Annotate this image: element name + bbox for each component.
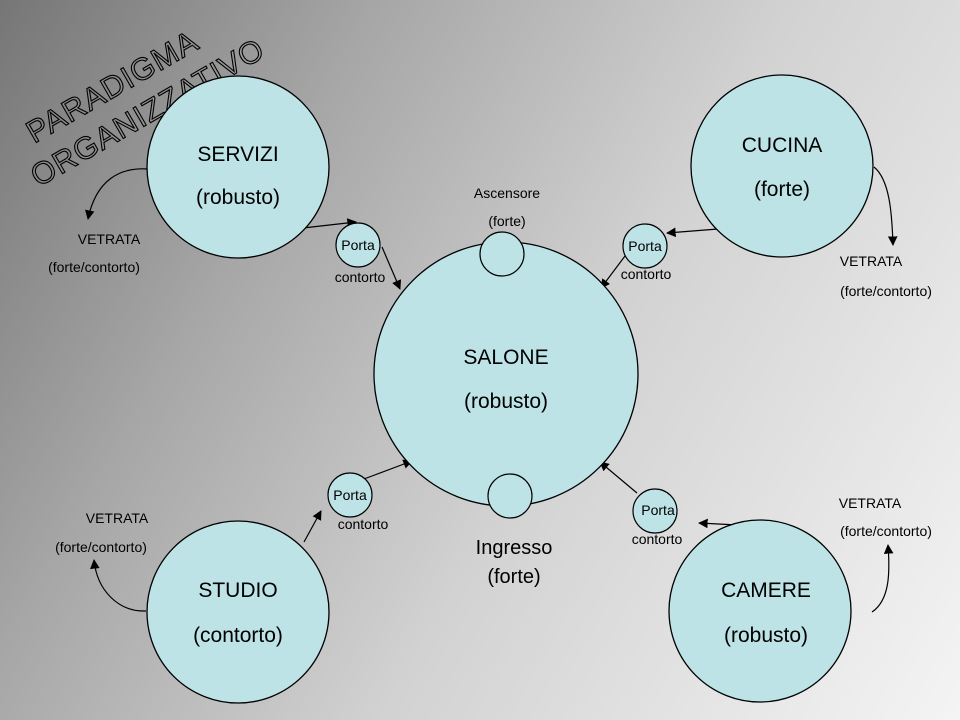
- servizi-circle: [146, 75, 330, 259]
- lift-label: Ascensore: [474, 185, 540, 201]
- door-studio-circle: [327, 472, 373, 518]
- arrow-servizi-to-door: [302, 218, 357, 229]
- cucina-quality: (forte): [754, 178, 810, 201]
- room-studio[interactable]: STUDIO (contorto): [146, 520, 330, 704]
- entrance-label: Ingresso: [476, 537, 553, 559]
- door-studio-label: Porta: [333, 487, 367, 503]
- salone-circle: [373, 241, 639, 507]
- window-servizi: VETRATA (forte/contorto): [48, 231, 141, 275]
- door-studio[interactable]: Porta contorto: [327, 472, 389, 532]
- door-servizi-label: Porta: [341, 237, 375, 253]
- entrance-quality: (forte): [487, 566, 540, 588]
- arrow-door-to-salone-sw: [363, 459, 413, 480]
- window-studio-label: VETRATA: [86, 510, 149, 526]
- window-servizi-quality: (forte/contorto): [48, 259, 140, 275]
- window-cucina-label: VETRATA: [840, 253, 903, 269]
- door-servizi-circle: [335, 222, 381, 268]
- room-cucina[interactable]: CUCINA (forte): [690, 74, 874, 258]
- arrow-door-to-salone-ne: [600, 255, 626, 289]
- camere-name: CAMERE: [721, 579, 811, 602]
- door-camere-quality: contorto: [632, 531, 683, 547]
- arrow-cucina-to-door: [666, 227, 719, 238]
- connectors: [85, 166, 898, 613]
- window-studio: VETRATA (forte/contorto): [55, 510, 149, 555]
- door-servizi-quality: contorto: [335, 269, 386, 285]
- arrow-studio-to-door: [303, 510, 322, 543]
- servizi-name: SERVIZI: [197, 143, 278, 166]
- arrow-camere-to-vetrata: [871, 544, 894, 613]
- servizi-quality: (robusto): [196, 186, 280, 209]
- room-servizi[interactable]: SERVIZI (robusto): [146, 75, 330, 259]
- salone-quality: (robusto): [464, 390, 548, 413]
- entrance-circle: [487, 473, 533, 519]
- salone-name: SALONE: [463, 346, 548, 369]
- studio-circle: [146, 520, 330, 704]
- studio-quality: (contorto): [193, 624, 283, 647]
- camere-quality: (robusto): [724, 624, 808, 647]
- room-camere[interactable]: CAMERE (robusto): [668, 519, 852, 703]
- arrow-servizi-to-vetrata: [85, 168, 149, 220]
- window-servizi-label: VETRATA: [78, 231, 141, 247]
- lift-quality: (forte): [488, 213, 525, 229]
- door-servizi[interactable]: Porta contorto: [335, 222, 386, 285]
- door-camere-circle: [632, 488, 678, 534]
- door-studio-quality: contorto: [338, 516, 389, 532]
- door-cucina-label: Porta: [628, 238, 662, 254]
- window-camere-quality: (forte/contorto): [840, 523, 932, 539]
- window-studio-quality: (forte/contorto): [55, 539, 147, 555]
- door-camere-label: Porta: [641, 502, 675, 518]
- arrow-cucina-to-vetrata: [873, 166, 898, 246]
- door-cucina-quality: contorto: [621, 266, 672, 282]
- door-cucina-circle: [622, 223, 668, 269]
- arrow-door-to-salone-nw: [381, 246, 402, 290]
- door-cucina[interactable]: Porta contorto: [621, 223, 672, 282]
- arrow-studio-to-vetrata: [90, 559, 147, 612]
- studio-name: STUDIO: [198, 579, 277, 602]
- door-camere[interactable]: Porta contorto: [632, 488, 683, 547]
- camere-circle: [668, 519, 852, 703]
- cucina-circle: [690, 74, 874, 258]
- window-cucina-quality: (forte/contorto): [840, 283, 932, 299]
- lift-circle: [479, 231, 525, 277]
- window-camere-label: VETRATA: [839, 495, 902, 511]
- arrow-door-to-salone-se: [599, 461, 638, 494]
- room-salone[interactable]: SALONE (robusto): [373, 241, 639, 507]
- window-cucina: VETRATA (forte/contorto): [840, 253, 932, 299]
- cucina-name: CUCINA: [742, 134, 823, 157]
- window-camere: VETRATA (forte/contorto): [839, 495, 932, 539]
